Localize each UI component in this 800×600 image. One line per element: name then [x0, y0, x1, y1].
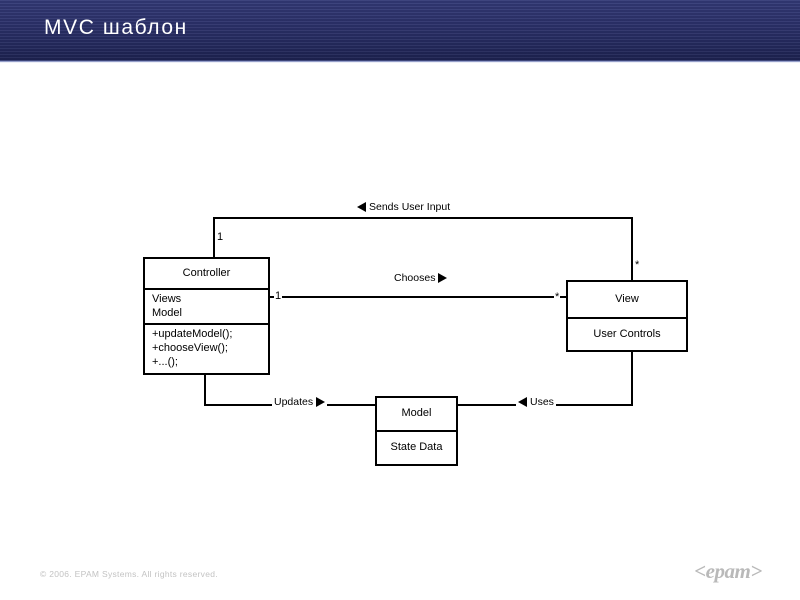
- controller-attributes-text: Views Model: [152, 292, 182, 319]
- sends-user-input-line-segment-right: [631, 217, 633, 282]
- model-attributes: State Data: [377, 430, 456, 464]
- uses-text: Uses: [530, 396, 554, 408]
- uml-class-view[interactable]: View User Controls: [566, 280, 688, 352]
- updates-line-segment-left: [204, 373, 206, 406]
- chooses-line-segment: [269, 296, 568, 298]
- controller-operations: +updateModel(); +chooseView(); +...();: [145, 323, 268, 373]
- association-label-uses: Uses: [516, 396, 556, 408]
- sends-user-input-line-segment-top: [213, 217, 633, 219]
- page-title: MVC шаблон: [44, 16, 188, 39]
- multiplicity-view-top: *: [634, 259, 641, 271]
- view-class-name: View: [615, 292, 639, 305]
- view-attributes: User Controls: [568, 317, 686, 350]
- updates-text: Updates: [274, 396, 314, 408]
- association-label-sends-user-input: Sends User Input: [355, 201, 453, 213]
- chooses-text: Chooses: [394, 272, 436, 284]
- multiplicity-view-left: *: [554, 291, 561, 303]
- multiplicity-controller-right: 1: [274, 290, 283, 302]
- controller-class-name: Controller: [182, 266, 231, 279]
- sends-user-input-line-segment-left: [213, 217, 215, 259]
- arrow-right-icon: [438, 273, 448, 283]
- footer-copyright: © 2006. EPAM Systems. All rights reserve…: [40, 569, 218, 579]
- epam-logo: <epam>: [694, 558, 762, 583]
- controller-attributes: Views Model: [145, 288, 268, 323]
- multiplicity-controller-top: 1: [216, 231, 225, 243]
- association-label-chooses: Chooses: [392, 272, 450, 284]
- arrow-right-icon: [316, 397, 326, 407]
- arrow-left-icon: [357, 202, 366, 212]
- title-banner: [0, 0, 800, 60]
- banner-underline-divider: [0, 60, 800, 63]
- association-label-updates: Updates: [272, 396, 328, 408]
- uses-line-segment-right: [631, 350, 633, 406]
- arrow-left-icon: [518, 397, 527, 407]
- controller-operations-text: +updateModel(); +chooseView(); +...();: [152, 328, 233, 368]
- uml-class-controller[interactable]: Controller Views Model +updateModel(); +…: [143, 257, 270, 375]
- uml-class-model[interactable]: Model State Data: [375, 396, 458, 466]
- model-class-name: Model: [401, 407, 432, 420]
- sends-user-input-text: Sends User Input: [369, 201, 451, 213]
